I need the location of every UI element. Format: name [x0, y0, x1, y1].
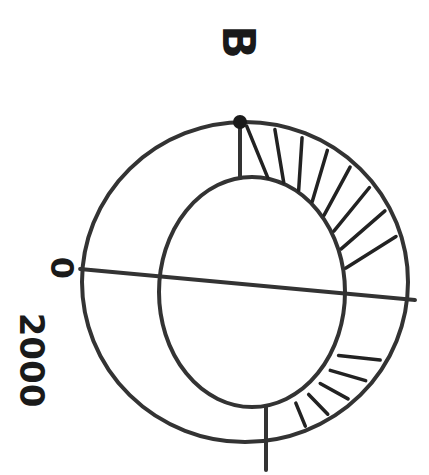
hatch-line	[339, 356, 381, 361]
hatch-line	[341, 211, 385, 249]
hatch-line	[334, 187, 370, 231]
top-radial-line	[238, 122, 242, 178]
hatch-line	[312, 150, 327, 201]
hatch-line	[309, 394, 328, 414]
hatch-line	[247, 126, 268, 178]
hatching	[247, 126, 396, 426]
hatch-line	[299, 138, 302, 191]
sketch-label: 0	[46, 255, 78, 281]
hatch-line	[296, 403, 305, 426]
outer-ellipse	[82, 122, 408, 442]
axis-line	[80, 269, 415, 300]
hatch-line	[346, 237, 396, 269]
sketch-label: B	[216, 23, 260, 61]
hatch-line	[275, 129, 284, 182]
sketch-label: 2000	[15, 311, 49, 410]
bottom-radial-line	[264, 407, 268, 470]
top-dot	[233, 115, 247, 129]
hatch-line	[330, 370, 365, 380]
hatch-line	[320, 383, 348, 398]
hatch-line	[324, 167, 350, 215]
